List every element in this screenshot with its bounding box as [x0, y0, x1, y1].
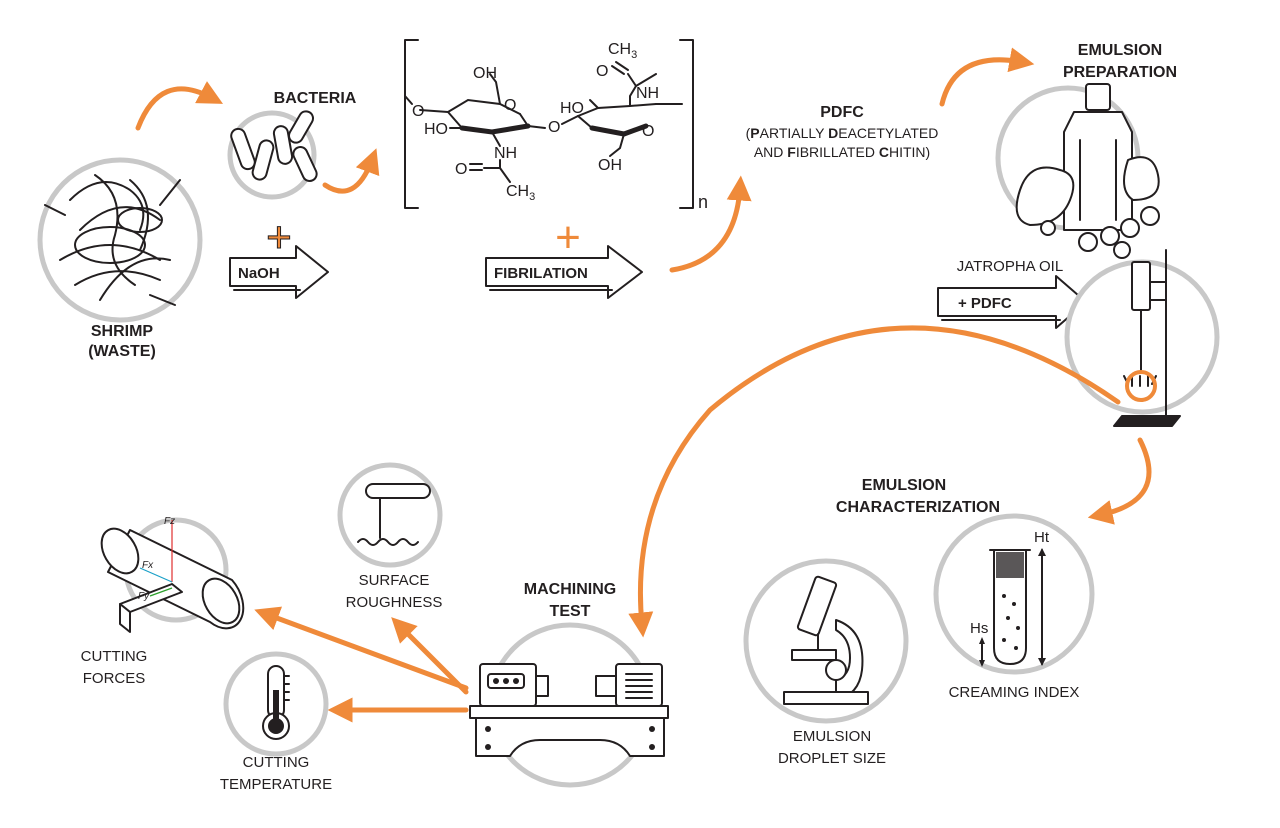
temperature-label-2: TEMPERATURE [220, 776, 332, 793]
hs-label: Hs [970, 620, 988, 637]
naoh-label: NaOH [238, 265, 280, 282]
fibrilation-label: FIBRILATION [494, 265, 588, 282]
ring-left [404, 73, 546, 183]
bacteria-icon [230, 110, 318, 182]
ch3-left: CH3 [506, 183, 535, 203]
bridge-o: O [548, 119, 560, 136]
plus-icon-2: + [555, 213, 581, 262]
ho-right: HO [560, 100, 584, 117]
arrow-to-characterization [1087, 437, 1152, 525]
workpiece-icon [100, 520, 245, 633]
naoh-arrow [229, 245, 329, 299]
test-tube-icon [979, 548, 1046, 667]
arrow-to-roughness [391, 617, 469, 695]
fibrilation-arrow [485, 245, 643, 299]
machining-stage: MACHINING TEST [469, 581, 669, 788]
ho-left: HO [424, 121, 448, 138]
forces-stage: Fz Fx Fy CUTTING FORCES [81, 516, 245, 687]
machining-label-1: MACHINING [524, 581, 616, 598]
bracket-left [404, 39, 419, 209]
oh-top: OH [473, 65, 497, 82]
droplet-size-label-1: EMULSION [793, 728, 871, 745]
arrow-to-machining [628, 325, 1121, 638]
oh-bottom: OH [598, 157, 622, 174]
microscope-circle [743, 558, 909, 724]
shrimp-icon [44, 174, 181, 306]
fz-label: Fz [164, 516, 175, 527]
nh-right: NH [636, 85, 659, 102]
bracket-right [679, 39, 694, 209]
pdfc-definition-1: (PARTIALLY DEACETYLATED [746, 125, 939, 141]
ring-o-right: O [642, 123, 654, 140]
characterization-stage: EMULSION CHARACTERIZATION Ht Hs CREAMING… [743, 477, 1095, 767]
pdfc-label-group: PDFC (PARTIALLY DEACETYLATED AND FIBRILL… [746, 104, 939, 160]
pdfc-title: PDFC [820, 104, 864, 121]
repeat-n: n [698, 192, 708, 212]
ring-o-left: O [504, 97, 516, 114]
nh-left: NH [494, 145, 517, 162]
roughness-circle [337, 462, 443, 568]
pdfc-definition-2: AND FIBRILLATED CHITIN) [754, 144, 930, 160]
shrimp-label-2: (WASTE) [88, 343, 156, 360]
machining-label-2: TEST [550, 603, 591, 620]
jatropha-oil-label: JATROPHA OIL [957, 258, 1063, 275]
thermometer-icon [262, 665, 290, 740]
characterization-label-1: EMULSION [862, 477, 946, 494]
homogenizer-icon [1113, 249, 1181, 427]
shrimp-stage: SHRIMP (WASTE) [37, 157, 203, 360]
bacteria-label: BACTERIA [274, 90, 357, 107]
chitin-structure: n OH O O HO NH O CH3 O [404, 39, 708, 299]
temperature-label-1: CUTTING [243, 754, 310, 771]
lathe-icon [469, 663, 669, 757]
droplet-size-label-2: DROPLET SIZE [778, 750, 886, 767]
forces-label-2: FORCES [83, 670, 146, 687]
o-carbonyl-left: O [455, 161, 467, 178]
temperature-stage: CUTTING TEMPERATURE [220, 651, 332, 793]
fx-label: Fx [142, 560, 154, 571]
fy-label: Fy [138, 591, 150, 602]
emulsion-prep-label-1: EMULSION [1078, 42, 1162, 59]
ring-right [577, 61, 683, 157]
ht-label: Ht [1034, 529, 1050, 546]
characterization-label-2: CHARACTERIZATION [836, 499, 1000, 516]
arrow-to-forces [254, 606, 469, 691]
creaming-index-label: CREAMING INDEX [949, 684, 1080, 701]
microscope-icon [783, 575, 869, 705]
emulsion-prep-stage: EMULSION PREPARATION JATROPHA OIL + PDFC [937, 42, 1220, 427]
roughness-label-1: SURFACE [359, 572, 430, 589]
ch3-top: CH3 [608, 41, 637, 61]
roughness-probe-icon [357, 483, 431, 546]
arrow-to-pdfc [669, 175, 752, 273]
chain-o-left: O [412, 103, 424, 120]
oil-bottle-icon [1015, 83, 1160, 259]
plus-pdfc-label: + PDFC [958, 295, 1012, 312]
shrimp-label-1: SHRIMP [91, 323, 154, 340]
roughness-label-2: ROUGHNESS [346, 594, 443, 611]
arrow-bacteria-to-chitin [322, 148, 380, 194]
arrow-to-emulsion-prep [939, 47, 1035, 107]
forces-label-1: CUTTING [81, 648, 148, 665]
arrow-shrimp-to-bacteria [135, 81, 224, 131]
roughness-stage: SURFACE ROUGHNESS [337, 462, 443, 611]
emulsion-prep-label-2: PREPARATION [1063, 64, 1177, 81]
bacteria-stage: BACTERIA + NaOH [227, 90, 357, 299]
o-top: O [596, 63, 608, 80]
plus-icon-1: + [266, 213, 292, 262]
